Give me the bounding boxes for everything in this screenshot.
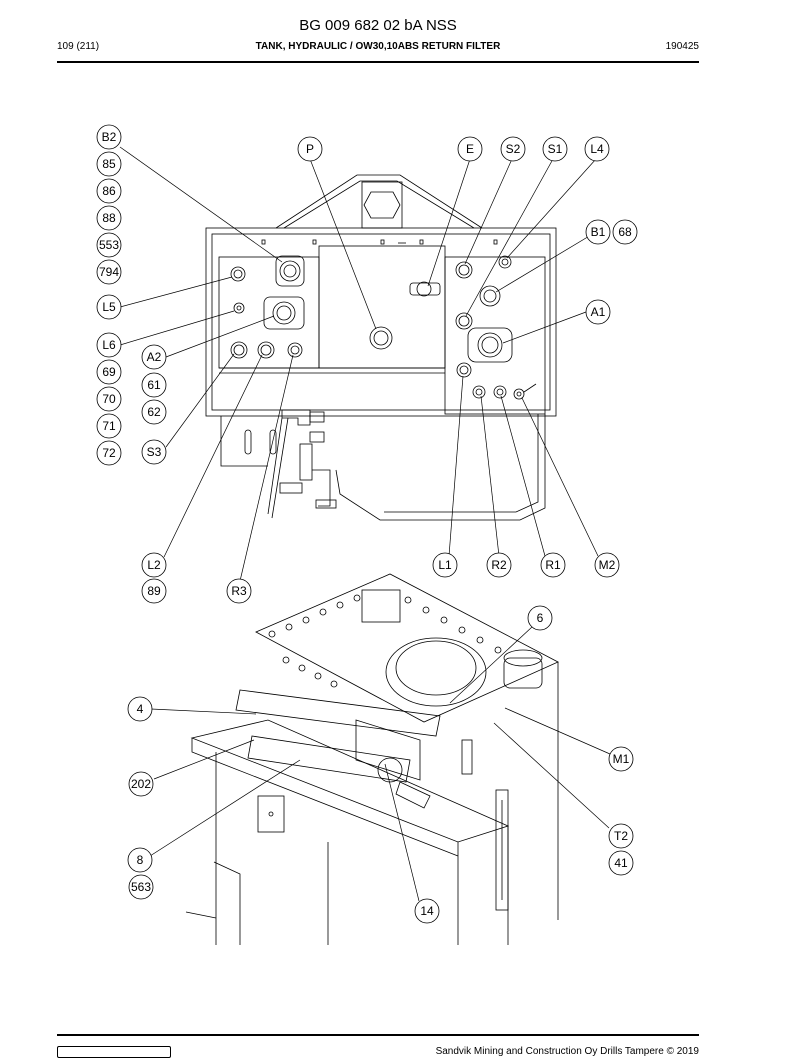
callout-8: 8 — [127, 847, 153, 873]
svg-text:B1: B1 — [591, 225, 606, 239]
svg-text:202: 202 — [131, 777, 151, 791]
callout-85: 85 — [96, 151, 122, 177]
svg-text:85: 85 — [102, 157, 116, 171]
callout-e: E — [457, 136, 483, 162]
svg-text:70: 70 — [102, 392, 116, 406]
svg-text:553: 553 — [99, 238, 119, 252]
callout-794: 794 — [96, 259, 122, 285]
callout-l2: L2 — [141, 552, 167, 578]
svg-text:L2: L2 — [147, 558, 161, 572]
callouts-bottom: 6 4 M1 202 T2 41 8 563 14 — [127, 605, 634, 924]
svg-text:S1: S1 — [548, 142, 563, 156]
callout-s1: S1 — [542, 136, 568, 162]
svg-text:L1: L1 — [438, 558, 452, 572]
callout-14: 14 — [414, 898, 440, 924]
svg-text:6: 6 — [537, 611, 544, 625]
svg-text:68: 68 — [618, 225, 632, 239]
callouts-top: B2 85 86 88 553 794 P E S2 S1 L4 B1 68 L… — [96, 124, 638, 604]
callout-563: 563 — [128, 874, 154, 900]
callout-r1: R1 — [540, 552, 566, 578]
svg-text:62: 62 — [147, 405, 161, 419]
callout-a1: A1 — [585, 299, 611, 325]
callout-a2: A2 — [141, 344, 167, 370]
callout-l5: L5 — [96, 294, 122, 320]
callout-61: 61 — [141, 372, 167, 398]
tank-top-view — [205, 174, 557, 521]
callout-m1: M1 — [608, 746, 634, 772]
svg-text:71: 71 — [102, 419, 116, 433]
svg-text:563: 563 — [131, 880, 151, 894]
document-date: 190425 — [665, 41, 699, 52]
svg-text:M1: M1 — [613, 752, 630, 766]
svg-text:E: E — [466, 142, 474, 156]
callout-70: 70 — [96, 386, 122, 412]
svg-text:86: 86 — [102, 184, 116, 198]
svg-text:B2: B2 — [102, 130, 117, 144]
callout-r2: R2 — [486, 552, 512, 578]
svg-text:72: 72 — [102, 446, 116, 460]
svg-text:89: 89 — [147, 584, 161, 598]
svg-text:4: 4 — [137, 702, 144, 716]
svg-text:L6: L6 — [102, 338, 116, 352]
footer-rule — [57, 1034, 699, 1036]
callout-68: 68 — [612, 219, 638, 245]
svg-text:S3: S3 — [147, 445, 162, 459]
svg-text:M2: M2 — [599, 558, 616, 572]
svg-text:41: 41 — [614, 856, 628, 870]
company-logo — [57, 1046, 171, 1058]
footer-copyright: Sandvik Mining and Construction Oy Drill… — [435, 1046, 699, 1057]
svg-text:A1: A1 — [591, 305, 606, 319]
svg-text:794: 794 — [99, 265, 119, 279]
callout-62: 62 — [141, 399, 167, 425]
callout-b1: B1 — [585, 219, 611, 245]
callout-86: 86 — [96, 178, 122, 204]
svg-text:T2: T2 — [614, 829, 628, 843]
callout-s3: S3 — [141, 439, 167, 465]
callout-s2: S2 — [500, 136, 526, 162]
callout-553: 553 — [96, 232, 122, 258]
leader-lines — [119, 146, 611, 902]
callout-p: P — [297, 136, 323, 162]
header-rule — [57, 61, 699, 63]
callout-m2: M2 — [594, 552, 620, 578]
callout-41: 41 — [608, 850, 634, 876]
svg-text:R1: R1 — [545, 558, 561, 572]
callout-71: 71 — [96, 413, 122, 439]
callout-202: 202 — [128, 771, 154, 797]
svg-text:R2: R2 — [491, 558, 507, 572]
svg-text:L4: L4 — [590, 142, 604, 156]
svg-text:61: 61 — [147, 378, 161, 392]
callout-72: 72 — [96, 440, 122, 466]
svg-text:P: P — [306, 142, 314, 156]
callout-l4: L4 — [584, 136, 610, 162]
svg-text:R3: R3 — [231, 584, 247, 598]
bolt-pattern — [268, 594, 502, 688]
callout-t2: T2 — [608, 823, 634, 849]
callout-69: 69 — [96, 359, 122, 385]
svg-text:14: 14 — [420, 904, 434, 918]
callout-b2: B2 — [96, 124, 122, 150]
svg-text:L5: L5 — [102, 300, 116, 314]
filter-assembly-view — [185, 573, 559, 945]
callout-4: 4 — [127, 696, 153, 722]
callout-r3: R3 — [226, 578, 252, 604]
callout-89: 89 — [141, 578, 167, 604]
callout-6: 6 — [527, 605, 553, 631]
svg-text:88: 88 — [102, 211, 116, 225]
page-number: 109 (211) — [57, 41, 100, 52]
svg-text:69: 69 — [102, 365, 116, 379]
callout-88: 88 — [96, 205, 122, 231]
page-title: TANK, HYDRAULIC / OW30,10ABS RETURN FILT… — [255, 41, 501, 52]
svg-text:8: 8 — [137, 853, 144, 867]
svg-text:S2: S2 — [506, 142, 521, 156]
callout-l6: L6 — [96, 332, 122, 358]
callout-l1: L1 — [432, 552, 458, 578]
document-id: BG 009 682 02 bA NSS — [299, 17, 457, 34]
svg-text:A2: A2 — [147, 350, 162, 364]
